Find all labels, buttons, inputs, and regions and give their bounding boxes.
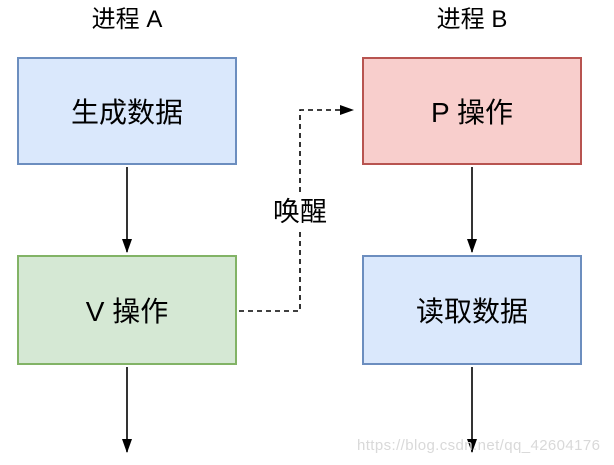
process-a-title: 进程 A <box>91 6 163 33</box>
node-generate-data-label: 生成数据 <box>70 97 183 128</box>
dashed-wake-connector <box>239 105 354 312</box>
node-read-data: 读取数据 <box>362 255 582 365</box>
watermark-text: https://blog.csdn.net/qq_42604176 <box>357 437 601 454</box>
node-read-data-label: 读取数据 <box>415 296 528 327</box>
wake-edge-label: 唤醒 <box>262 195 338 229</box>
node-generate-data: 生成数据 <box>17 57 237 165</box>
node-v-operation-label: V 操作 <box>85 296 169 327</box>
process-b-title: 进程 B <box>436 6 508 33</box>
node-p-operation: P 操作 <box>362 57 582 165</box>
node-v-operation: V 操作 <box>17 255 237 365</box>
node-p-operation-label: P 操作 <box>431 97 513 128</box>
